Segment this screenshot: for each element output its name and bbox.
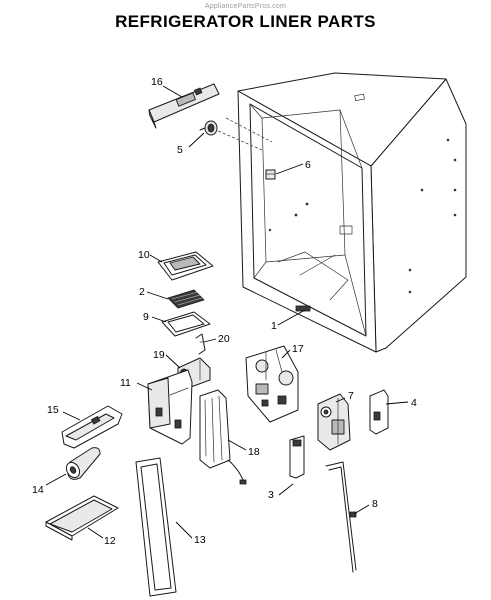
watermark: AppliancePartsPros.com [204,3,287,10]
part-14-filter [65,447,101,480]
part-4-bracket [369,389,389,435]
part-8-tube [325,461,357,573]
callout-12: 12 [104,535,116,547]
part-7-valve [317,393,351,451]
part-2-filter [167,289,205,309]
callout-9: 9 [143,311,149,323]
callout-15: 15 [47,404,59,416]
callout-11: 11 [120,377,131,389]
part-17-module [245,345,299,423]
callout-6: 6 [305,159,311,171]
callout-7: 7 [348,390,354,402]
part-18-heater [199,389,247,485]
callout-20: 20 [218,333,230,345]
part-liner [208,72,467,353]
callout-14: 14 [32,484,44,496]
callout-17: 17 [292,343,304,355]
part-16-bracket [148,83,220,129]
callout-8: 8 [372,498,378,510]
callout-2: 2 [139,286,145,298]
callout-3: 3 [268,489,274,501]
part-12-tray [45,495,119,541]
part-20-bracket [195,333,206,355]
callout-18: 18 [248,446,260,458]
callout-16: 16 [151,76,163,88]
part-3-bracket [289,435,305,479]
callout-13: 13 [194,534,206,546]
part-5-knob [199,120,218,136]
leader-lines [45,85,409,539]
part-6-clip [265,169,276,180]
callout-10: 10 [138,249,150,261]
diagram-title: REFRIGERATOR LINER PARTS [115,12,376,31]
part-11-housing [147,369,193,445]
callout-4: 4 [411,397,417,409]
part-15-dispenser [61,405,123,449]
callout-5: 5 [177,144,183,156]
part-10-cover [157,251,214,281]
callout-1: 1 [271,320,277,332]
callout-19: 19 [153,349,165,361]
part-13-gasket [135,457,177,597]
part-9-frame [161,311,211,337]
